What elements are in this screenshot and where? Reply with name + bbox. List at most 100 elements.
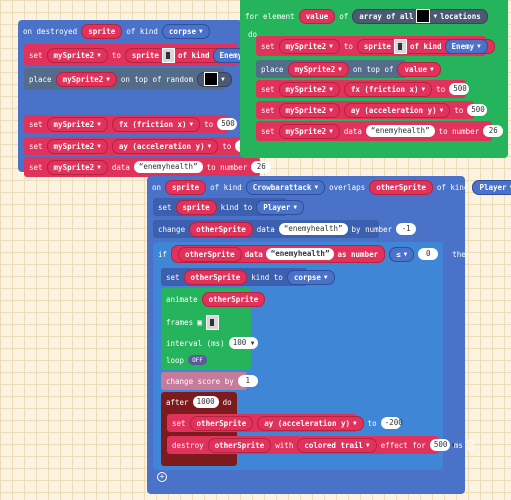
interval-row[interactable]: interval (ms) 100 ▼: [161, 336, 263, 350]
var-dropdown[interactable]: mySprite2▼: [278, 81, 340, 97]
kind-label: Enemy: [219, 50, 243, 60]
kind-dropdown[interactable]: Crowbarattack▼: [245, 179, 326, 195]
var-dropdown[interactable]: mySprite2▼: [287, 61, 349, 77]
sprite-param[interactable]: sprite: [165, 179, 207, 195]
value-input[interactable]: -200: [380, 417, 403, 429]
overlap-event-block[interactable]: on sprite of kind Crowbarattack▼ overlap…: [147, 176, 511, 494]
effect-dropdown[interactable]: colored trail▼: [297, 437, 377, 453]
value-input[interactable]: 26: [483, 125, 504, 137]
score-input[interactable]: 1: [237, 375, 258, 387]
value-var[interactable]: value: [298, 8, 336, 24]
value-input[interactable]: 26: [251, 161, 272, 173]
for-element-header[interactable]: for element value of array of all▼locati…: [240, 6, 493, 26]
overlap-header[interactable]: on sprite of kind Crowbarattack▼ overlap…: [147, 178, 511, 196]
animate-header[interactable]: animate otherSprite: [161, 291, 270, 307]
loop-row[interactable]: loop OFF: [161, 353, 212, 367]
set-ay-row[interactable]: set otherSprite ay (acceleration y)▼ to …: [167, 414, 403, 432]
var-dropdown[interactable]: mySprite2▼: [46, 47, 108, 63]
value-input[interactable]: 500: [217, 118, 238, 130]
operator-dropdown[interactable]: ≤▼: [389, 246, 415, 262]
sprite-param[interactable]: sprite: [81, 23, 123, 39]
prop-dropdown[interactable]: fx (friction x)▼: [111, 116, 201, 132]
left-set-ay-row[interactable]: set mySprite2▼ ay (acceleration y)▼ to 5…: [24, 137, 256, 155]
value-input[interactable]: 500: [449, 83, 470, 95]
key-input[interactable]: “enemyhealth”: [265, 248, 335, 260]
sprite-param-label: sprite: [88, 26, 116, 36]
prop-dropdown[interactable]: ay (acceleration y)▼: [343, 102, 451, 118]
animate-label: animate: [166, 294, 198, 304]
animation-frames-icon[interactable]: [205, 314, 219, 330]
sprite-var[interactable]: sprite: [175, 199, 217, 215]
array-of-all-block[interactable]: array of all▼locations: [352, 8, 488, 24]
right-set-ay-row[interactable]: set mySprite2▼ ay (acceleration y)▼ to 5…: [256, 101, 488, 119]
ms-input[interactable]: 500 ▼: [429, 439, 456, 451]
right-set-fx-row[interactable]: set mySprite2▼ fx (friction x)▼ to 500: [256, 80, 470, 98]
right-set-data-row[interactable]: set mySprite2▼ data “enemyhealth” to num…: [256, 121, 504, 141]
destroy-row[interactable]: destroy otherSprite with colored trail▼ …: [167, 436, 474, 454]
var-dropdown[interactable]: mySprite2▼: [278, 38, 340, 54]
other-sprite-param[interactable]: otherSprite: [369, 179, 433, 195]
change-score-row[interactable]: change score by 1: [161, 372, 258, 390]
left-set-data-row[interactable]: set mySprite2▼ data “enemyhealth” to num…: [24, 157, 272, 177]
tile-dropdown[interactable]: ▼: [197, 71, 232, 87]
delay-input[interactable]: 1000: [192, 396, 219, 408]
change-data-row[interactable]: change otherSprite data “enemyhealth” by…: [153, 220, 417, 238]
var-dropdown[interactable]: mySprite2▼: [46, 159, 108, 175]
left-event-block[interactable]: on destroyed sprite of kind corpse▼ set …: [18, 20, 272, 177]
other-sprite-var[interactable]: otherSprite: [183, 269, 248, 285]
value-input[interactable]: 500: [467, 104, 488, 116]
chevron-down-icon: ▼: [323, 273, 328, 281]
to-label: to: [454, 105, 464, 115]
key-input[interactable]: “enemyhealth”: [133, 161, 203, 173]
right-place-row[interactable]: place mySprite2▼ on top of value▼: [256, 60, 441, 78]
var-dropdown[interactable]: mySprite2▼: [278, 102, 340, 118]
other-sprite-var[interactable]: otherSprite: [207, 437, 272, 453]
var-dropdown[interactable]: mySprite2▼: [46, 138, 108, 154]
prop-dropdown[interactable]: ay (acceleration y)▼: [111, 138, 219, 154]
key-input[interactable]: “enemyhealth”: [365, 125, 435, 137]
prop-dropdown[interactable]: fx (friction x)▼: [343, 81, 433, 97]
key-input[interactable]: “enemyhealth”: [278, 223, 348, 235]
left-set-fx-row[interactable]: set mySprite2▼ fx (friction x)▼ to 500: [24, 115, 238, 133]
add-else-plus-icon[interactable]: +: [157, 472, 167, 482]
loop-toggle[interactable]: OFF: [188, 355, 207, 365]
minus-icon[interactable]: −: [466, 439, 474, 451]
kind-dropdown[interactable]: Player▼: [256, 199, 304, 215]
do-label: do: [222, 397, 232, 407]
kind-dropdown[interactable]: corpse▼: [161, 23, 210, 39]
set-sprite-kind-row[interactable]: set sprite kind to Player▼: [153, 198, 304, 216]
other-sprite-var[interactable]: otherSprite: [189, 415, 254, 431]
kind-dropdown[interactable]: Enemy▼: [444, 38, 488, 54]
compare-value-input[interactable]: 0: [418, 248, 439, 260]
prop-dropdown[interactable]: ay (acceleration y)▼: [257, 415, 364, 431]
sprite-image-icon[interactable]: [161, 47, 175, 63]
var-dropdown[interactable]: mySprite2▼: [278, 123, 340, 139]
frames-row[interactable]: frames ▣: [161, 312, 224, 332]
after-header[interactable]: after 1000 do: [161, 394, 237, 410]
sprite-image-icon[interactable]: [393, 38, 407, 54]
left-header[interactable]: on destroyed sprite of kind corpse▼: [18, 22, 215, 40]
other-sprite-var[interactable]: otherSprite: [178, 246, 242, 262]
animate-block[interactable]: animate otherSprite frames ▣ interval (m…: [161, 288, 266, 370]
kind-dropdown[interactable]: corpse▼: [286, 269, 335, 285]
kind-dropdown[interactable]: Player▼: [472, 179, 511, 195]
other-sprite-var[interactable]: otherSprite: [201, 291, 266, 307]
chevron-down-icon: ▼: [97, 142, 101, 150]
value-dropdown[interactable]: value▼: [397, 61, 441, 77]
interval-input[interactable]: 100 ▼: [228, 337, 259, 349]
other-sprite-var[interactable]: otherSprite: [189, 221, 253, 237]
left-place-row[interactable]: place mySprite2▼ on top of random ▼: [24, 68, 232, 90]
chevron-down-icon: ▼: [338, 65, 342, 73]
var-dropdown[interactable]: mySprite2▼: [55, 71, 117, 87]
var-dropdown[interactable]: mySprite2▼: [46, 116, 108, 132]
value-input[interactable]: -1: [396, 223, 417, 235]
set-other-kind-row[interactable]: set otherSprite kind to corpse▼: [161, 268, 335, 286]
for-element-loop-block[interactable]: for element value of array of all▼locati…: [240, 0, 508, 158]
chevron-down-icon: ▼: [198, 27, 203, 35]
